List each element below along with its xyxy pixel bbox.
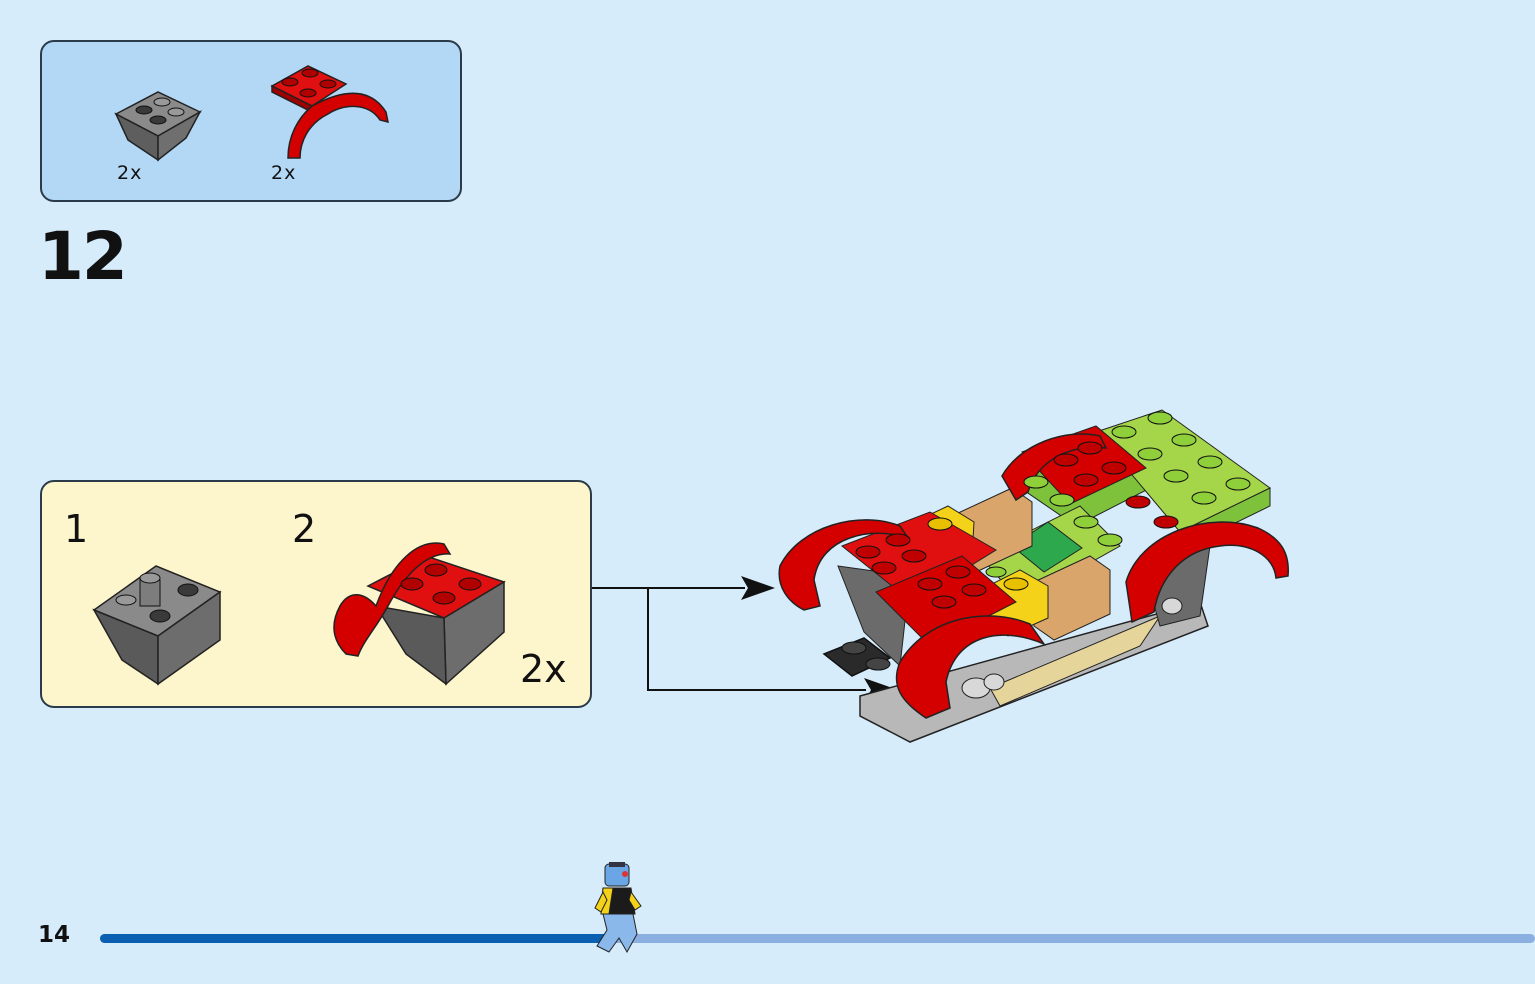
- car-model-illustration: [778, 409, 1289, 743]
- part-qty: 2x: [117, 162, 143, 184]
- step-number: 12: [38, 218, 128, 295]
- progress-fill: [100, 934, 617, 943]
- parts-list-box: 2x 2x: [40, 40, 462, 202]
- substep-number: 1: [64, 507, 89, 551]
- minifigure-progress-marker-icon: [594, 862, 642, 954]
- subassembly-box: 1 2 2x: [40, 480, 592, 708]
- page-number: 14: [38, 922, 71, 948]
- substep-number: 2: [292, 507, 317, 551]
- subassembly-multiplier: 2x: [520, 647, 567, 691]
- progress-bar: [100, 934, 1535, 943]
- part-qty: 2x: [271, 162, 297, 184]
- gray-inverted-slope-brick-icon: [114, 91, 202, 162]
- arrow-head-icon: [741, 576, 775, 600]
- red-mudguard-plate-icon: [270, 65, 389, 159]
- gray-inverted-slope-brick-icon: [92, 565, 222, 686]
- red-mudguard-plate-icon: [333, 542, 506, 686]
